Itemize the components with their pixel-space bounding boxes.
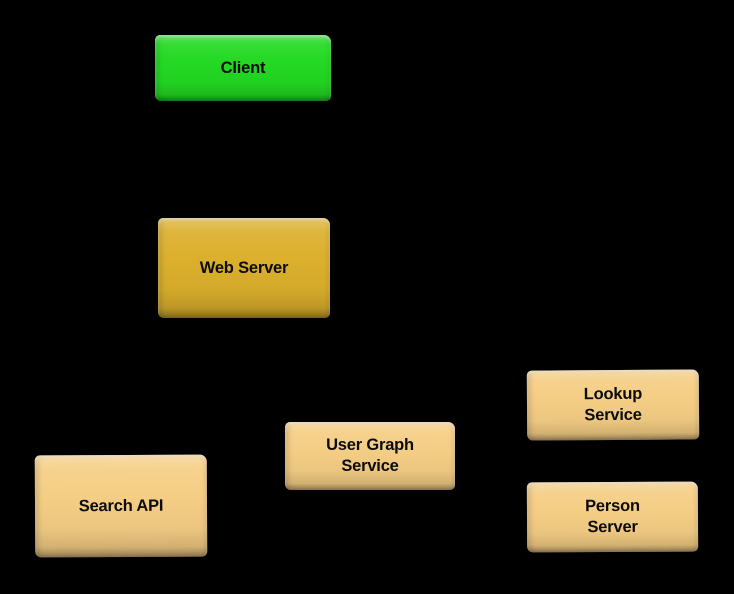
node-search-api: Search API bbox=[34, 454, 208, 558]
node-label-line: Search API bbox=[78, 496, 164, 515]
node-web-server: Web Server bbox=[158, 218, 330, 318]
node-label-line: Person bbox=[585, 496, 640, 516]
node-label-line: Lookup bbox=[583, 384, 643, 404]
node-label-line: Service bbox=[341, 457, 399, 475]
node-person-server-label: Person Server bbox=[585, 496, 640, 538]
node-label-line: Service bbox=[584, 405, 642, 425]
node-label-line: Web Server bbox=[199, 258, 289, 277]
node-client: Client bbox=[155, 35, 331, 101]
node-label-line: Server bbox=[587, 517, 638, 537]
node-search-api-label: Search API bbox=[79, 495, 164, 516]
node-user-graph-service: User Graph Service bbox=[285, 422, 455, 490]
node-web-server-label: Web Server bbox=[200, 258, 289, 279]
node-label-line: User Graph bbox=[326, 436, 414, 454]
node-user-graph-service-label: User Graph Service bbox=[326, 435, 414, 477]
node-person-server: Person Server bbox=[526, 481, 699, 553]
node-lookup-service-label: Lookup Service bbox=[584, 384, 643, 426]
node-lookup-service: Lookup Service bbox=[526, 369, 700, 441]
node-label-line: Client bbox=[220, 58, 266, 77]
node-client-label: Client bbox=[221, 58, 266, 79]
